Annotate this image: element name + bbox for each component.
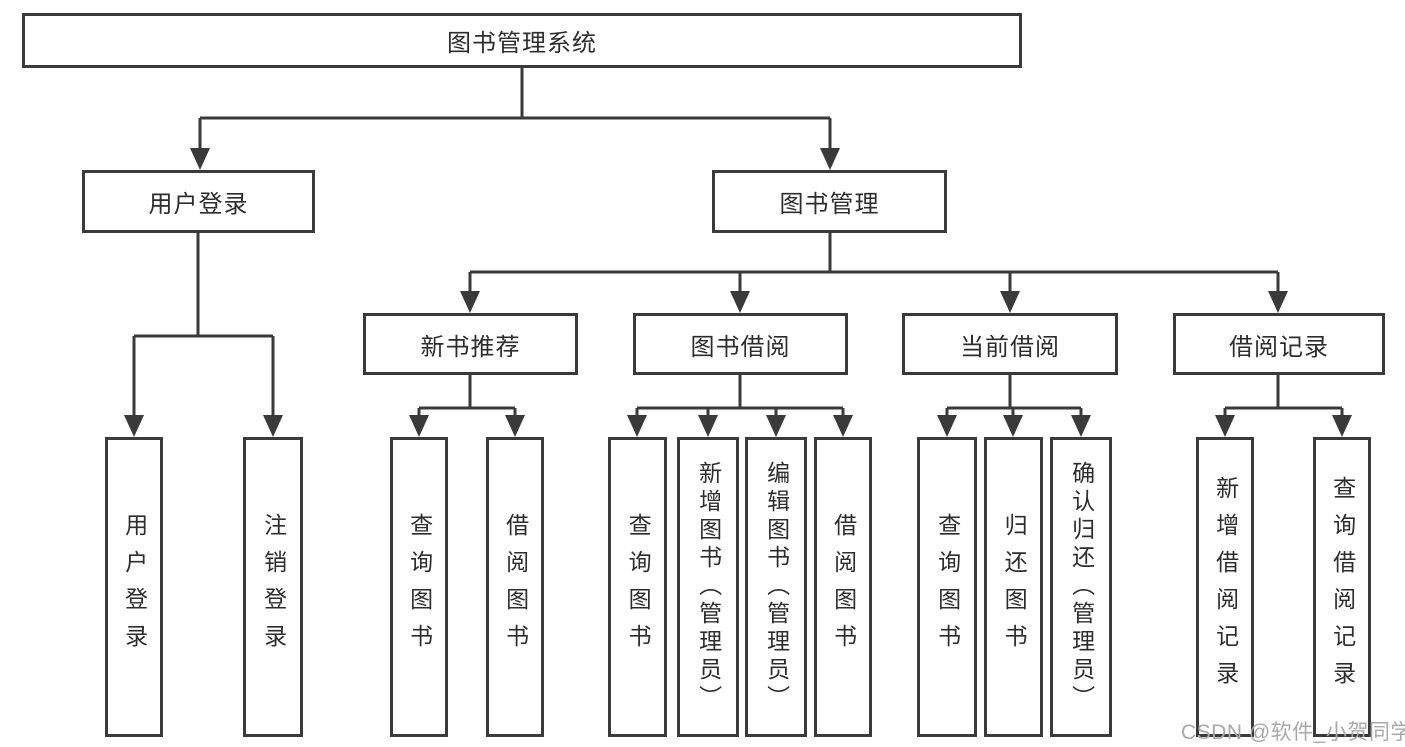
leaf-newbook-query-label: 查询图书	[406, 513, 433, 661]
leaf-borrow-query-label: 查询图书	[625, 513, 652, 661]
node-user-login-label: 用户登录	[148, 191, 249, 218]
leaf-record-add: 新增借阅记录	[1196, 437, 1254, 737]
node-new-book-recommend-label: 新书推荐	[420, 333, 521, 361]
leaf-borrow-book: 借阅图书	[814, 437, 872, 737]
node-book-management: 图书管理	[712, 170, 947, 233]
leaf-borrow-book-label: 借阅图书	[830, 513, 857, 661]
csdn-watermark: CSDN @软件_小贺同学	[1181, 721, 1405, 744]
leaf-current-return-label: 归还图书	[1001, 513, 1028, 661]
leaf-borrow-edit-admin-label: 编辑图书（管理员）	[763, 461, 790, 713]
leaf-borrow-edit-admin: 编辑图书（管理员）	[745, 437, 807, 737]
node-borrow-record-label: 借阅记录	[1229, 333, 1329, 361]
leaf-current-query: 查询图书	[917, 437, 977, 737]
leaf-user-login-label: 用户登录	[121, 513, 148, 661]
leaf-user-login: 用户登录	[105, 437, 163, 737]
node-borrow-record: 借阅记录	[1173, 313, 1385, 375]
leaf-current-query-label: 查询图书	[934, 513, 961, 661]
node-book-management-label: 图书管理	[779, 191, 880, 218]
node-book-borrow: 图书借阅	[633, 313, 848, 375]
leaf-logout-login: 注销登录	[243, 437, 303, 737]
leaf-newbook-query: 查询图书	[390, 437, 448, 737]
leaf-current-confirm-admin: 确认归还（管理员）	[1050, 437, 1112, 737]
node-root-label: 图书管理系统	[447, 30, 597, 57]
leaf-current-confirm-admin-label: 确认归还（管理员）	[1068, 461, 1095, 713]
node-new-book-recommend: 新书推荐	[363, 313, 578, 375]
leaf-newbook-borrow-label: 借阅图书	[502, 513, 529, 661]
leaf-borrow-query: 查询图书	[608, 437, 667, 737]
node-user-login: 用户登录	[82, 170, 315, 233]
leaf-record-query: 查询借阅记录	[1313, 437, 1371, 737]
leaf-record-query-label: 查询借阅记录	[1329, 476, 1356, 698]
leaf-record-add-label: 新增借阅记录	[1212, 476, 1239, 698]
node-root: 图书管理系统	[22, 13, 1022, 68]
node-book-borrow-label: 图书借阅	[690, 333, 791, 361]
node-current-borrow: 当前借阅	[902, 313, 1118, 375]
leaf-borrow-add-admin-label: 新增图书（管理员）	[695, 461, 722, 713]
leaf-logout-login-label: 注销登录	[260, 513, 287, 661]
leaf-newbook-borrow: 借阅图书	[486, 437, 544, 737]
leaf-borrow-add-admin: 新增图书（管理员）	[677, 437, 739, 737]
node-current-borrow-label: 当前借阅	[960, 333, 1060, 361]
leaf-current-return: 归还图书	[984, 437, 1043, 737]
